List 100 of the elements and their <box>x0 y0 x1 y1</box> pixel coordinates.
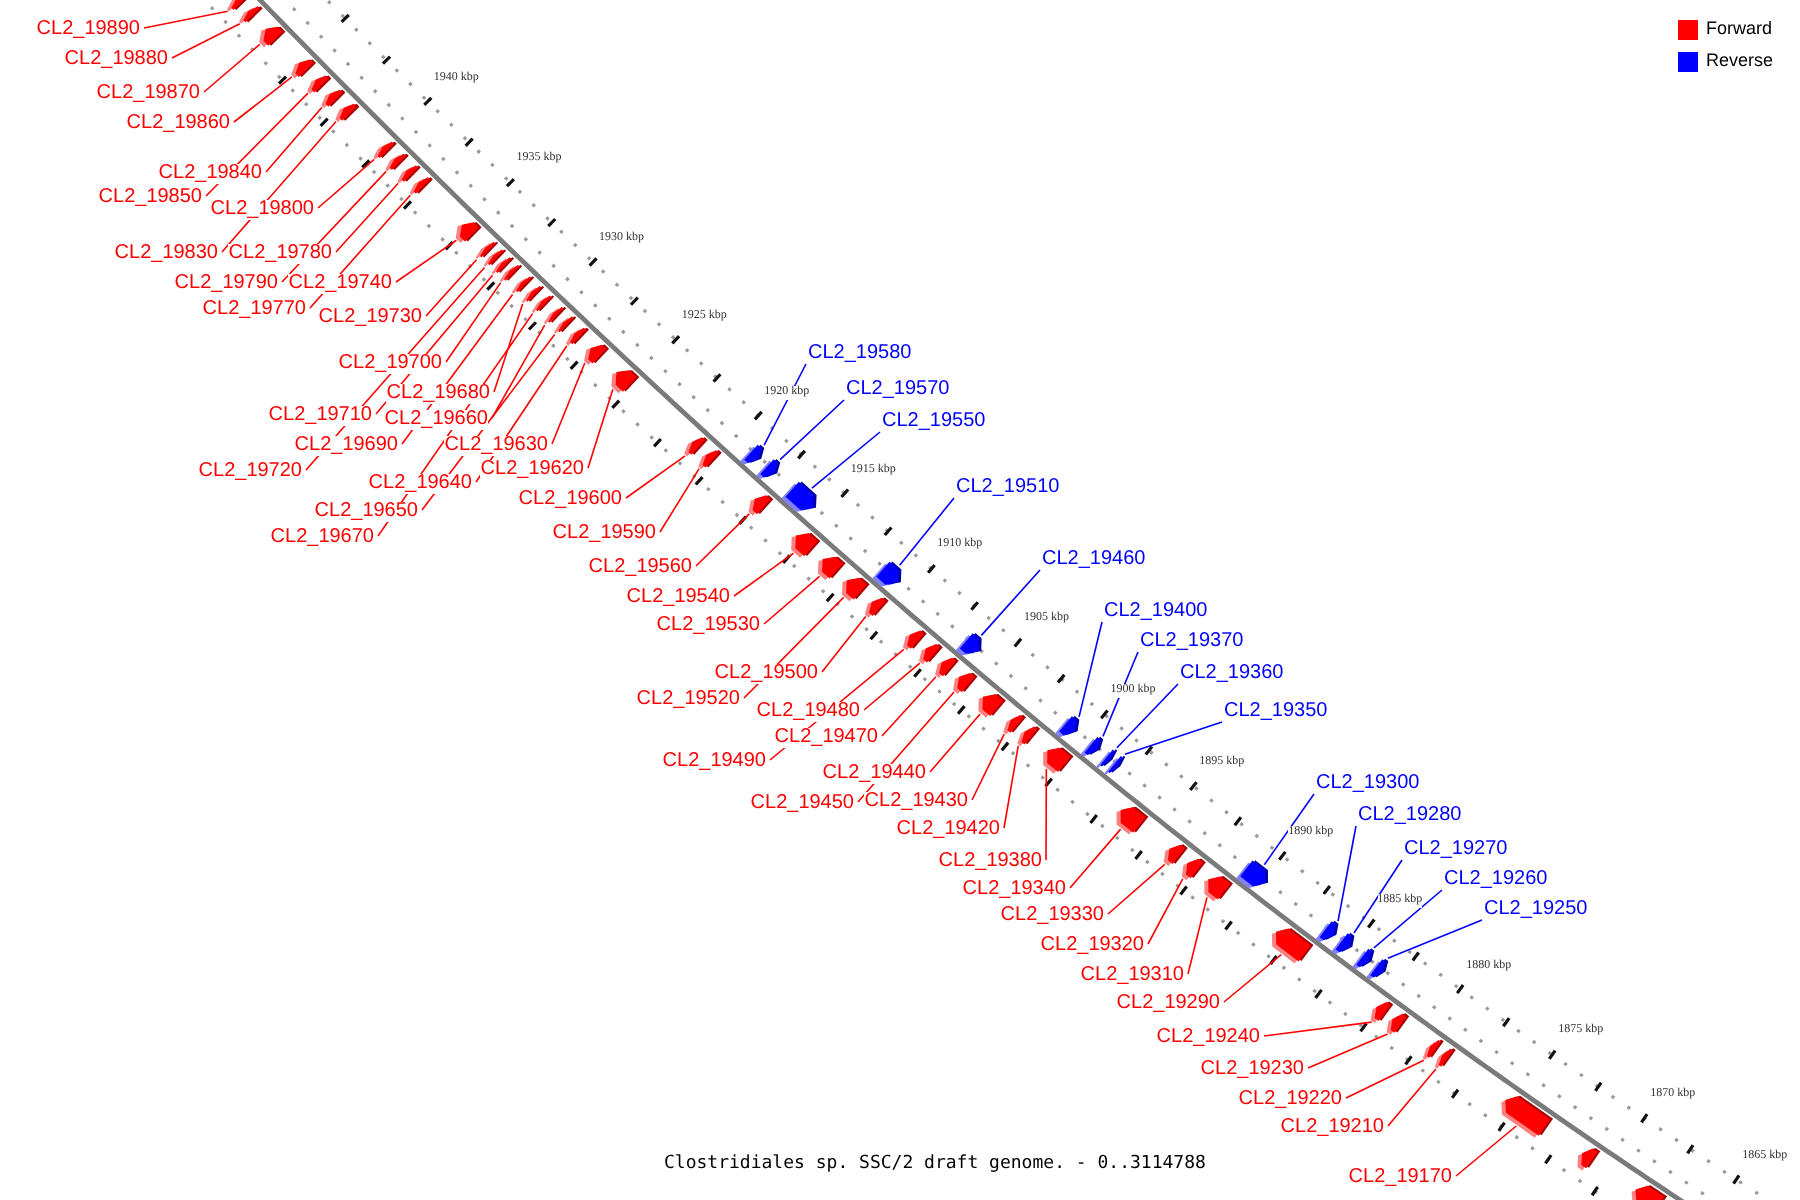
gene-label: CL2_19480 <box>756 702 860 722</box>
leader-line <box>1102 651 1139 738</box>
gene-label: CL2_19860 <box>126 114 230 134</box>
gene-block <box>791 533 821 558</box>
gene-label: CL2_19870 <box>96 84 200 104</box>
leader-line <box>551 362 586 445</box>
gene-block <box>307 75 332 94</box>
gene-block <box>1315 920 1339 943</box>
legend-label: Forward <box>1706 18 1773 38</box>
gene-block <box>1352 948 1375 970</box>
gene-label: CL2_19400 <box>1104 602 1208 622</box>
gene-label: CL2_19690 <box>294 436 398 456</box>
leader-line <box>1387 1068 1437 1127</box>
caption: Clostridiales sp. SSC/2 draft genome. - 0..3114788 <box>664 1154 1206 1174</box>
gene-block <box>1181 858 1206 881</box>
gene-label: CL2_19570 <box>846 380 950 400</box>
gene-label: CL2_19620 <box>480 460 584 480</box>
gene-label: CL2_19640 <box>368 474 472 494</box>
gene-block <box>1116 806 1149 835</box>
leader-line <box>1263 793 1315 866</box>
gene-block <box>1631 1185 1668 1200</box>
leader-line <box>733 552 795 597</box>
gene-label: CL2_19340 <box>962 880 1066 900</box>
leader-line <box>1373 889 1443 949</box>
leader-line <box>1147 877 1184 945</box>
gene-label: CL2_19840 <box>158 164 262 184</box>
gene-block <box>1236 860 1269 889</box>
leader-line <box>265 106 323 173</box>
gene-block <box>1366 958 1389 980</box>
gene-label: CL2_19670 <box>270 528 374 548</box>
gene-block <box>698 450 722 470</box>
gene-label: CL2_19490 <box>662 752 766 772</box>
gene-label: CL2_19260 <box>1444 870 1548 890</box>
leader-line <box>971 733 1005 801</box>
gene-label: CL2_19780 <box>228 244 332 264</box>
gene-label: CL2_19500 <box>714 664 818 684</box>
gene-label: CL2_19430 <box>864 792 968 812</box>
gene-label: CL2_19460 <box>1042 550 1146 570</box>
gene-label: CL2_19720 <box>198 462 302 482</box>
leader-line <box>1124 721 1223 756</box>
leader-line <box>445 282 502 363</box>
gene-block <box>291 59 317 79</box>
gene-block <box>748 495 774 516</box>
gene-block <box>335 103 360 123</box>
gene-label: CL2_19440 <box>822 764 926 784</box>
gene-label: CL2_19220 <box>1238 1090 1342 1110</box>
leader-line <box>203 43 261 93</box>
leader-line <box>335 182 400 253</box>
gene-label: CL2_19560 <box>588 558 692 578</box>
leader-line <box>1455 1125 1518 1177</box>
gene-label: CL2_19830 <box>114 244 218 264</box>
leader-line <box>863 662 921 711</box>
gene-block <box>935 657 959 678</box>
leader-line <box>1003 744 1020 829</box>
leader-line <box>695 513 751 567</box>
leader-line <box>1307 1033 1389 1069</box>
gene-label: CL2_19540 <box>626 588 730 608</box>
leader-line <box>493 303 524 393</box>
gene-block <box>1501 1095 1553 1138</box>
gene-label: CL2_19650 <box>314 502 418 522</box>
leader-line <box>491 324 546 419</box>
gene-label: CL2_19230 <box>1200 1060 1304 1080</box>
leader-line <box>1337 825 1357 922</box>
leader-line <box>1263 1021 1373 1037</box>
gene-label: CL2_19240 <box>1156 1028 1260 1048</box>
gene-label: CL2_19890 <box>36 20 140 40</box>
gene-label: CL2_19380 <box>938 852 1042 872</box>
gene-block <box>1386 1013 1410 1035</box>
gene-block <box>1370 1001 1394 1024</box>
gene-label: CL2_19420 <box>896 820 1000 840</box>
gene-block <box>1017 726 1041 747</box>
gene-label: CL2_19360 <box>1180 664 1284 684</box>
leader-line <box>395 239 458 283</box>
gene-block <box>872 561 902 587</box>
gene-block <box>499 264 523 283</box>
leader-line <box>143 10 229 29</box>
leader-line <box>821 615 867 673</box>
gene-block <box>1331 932 1355 955</box>
gene-label: CL2_19270 <box>1404 840 1508 860</box>
gene-block <box>955 633 982 656</box>
leader-line <box>1116 683 1179 749</box>
gene-block <box>1003 714 1027 735</box>
gene-block <box>1577 1147 1601 1171</box>
gene-block <box>385 153 409 172</box>
gene-block <box>1080 736 1104 757</box>
gene-block <box>553 316 577 334</box>
gene-block <box>239 6 263 24</box>
leader-line <box>1345 1059 1425 1099</box>
gene-label: CL2_19880 <box>64 50 168 70</box>
gene-block <box>1434 1048 1456 1069</box>
gene-block <box>684 437 708 457</box>
gene-block <box>455 222 482 244</box>
gene-block <box>227 0 251 12</box>
leader-line <box>317 158 375 209</box>
gene-label: CL2_19660 <box>384 410 488 430</box>
leader-line <box>659 467 700 533</box>
gene-block <box>259 26 286 48</box>
leader-line <box>1045 768 1048 861</box>
gene-label: CL2_19520 <box>636 690 740 710</box>
gene-label: CL2_19510 <box>956 478 1060 498</box>
